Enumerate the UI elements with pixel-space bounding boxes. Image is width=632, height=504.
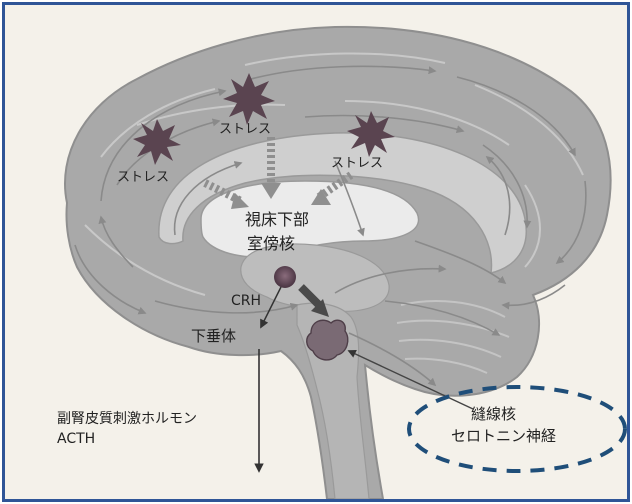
acth-label-line1: 副腎皮質刺激ホルモン (57, 410, 197, 427)
acth-label-line2: ACTH (57, 431, 95, 447)
brain-diagram: ストレス ストレス ストレス 視床下部 室傍核 CRH 下垂体 副腎皮質刺激ホル… (5, 5, 627, 499)
pituitary-label: 下垂体 (191, 327, 236, 345)
paraventricular-nucleus (274, 266, 296, 288)
stress-label-top: ストレス (219, 122, 271, 137)
hypothalamus-label: 視床下部 (245, 210, 309, 229)
serotonin-label: セロトニン神経 (451, 427, 556, 445)
stress-label-left: ストレス (117, 170, 169, 185)
crh-label: CRH (231, 293, 261, 309)
stress-label-right: ストレス (331, 156, 383, 171)
paraventricular-label: 室傍核 (247, 234, 295, 253)
raphe-label: 縫線核 (471, 405, 516, 423)
